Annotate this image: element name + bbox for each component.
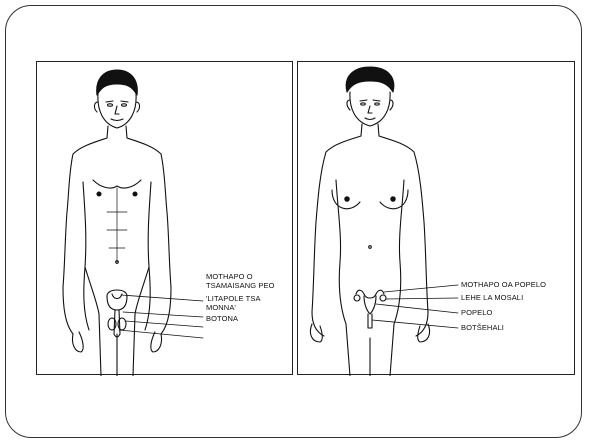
label-ovary: LEHE LA MOSALI: [461, 293, 523, 302]
label-vas-deferens-line2: TSAMAISANG PEO: [206, 281, 275, 290]
female-body-illustration: [298, 62, 576, 376]
male-body-illustration: [37, 62, 294, 376]
label-testicles-line1: 'LITAPOLE TSA: [206, 294, 261, 303]
label-uterus: POPELO: [461, 308, 492, 317]
female-figure-panel: MOTHAPO OA POPELO LEHE LA MOSALI POPELO …: [297, 61, 575, 375]
label-penis: BOTONA: [206, 314, 238, 323]
label-vas-deferens-line1: MOTHAPO O: [206, 272, 253, 281]
label-vagina: BOTŠEHALI: [461, 323, 504, 332]
label-testicles-line2: MONNA': [206, 303, 236, 312]
male-figure-panel: MOTHAPO O TSAMAISANG PEO 'LITAPOLE TSA M…: [36, 61, 293, 375]
label-fallopian-tube: MOTHAPO OA POPELO: [461, 280, 546, 289]
